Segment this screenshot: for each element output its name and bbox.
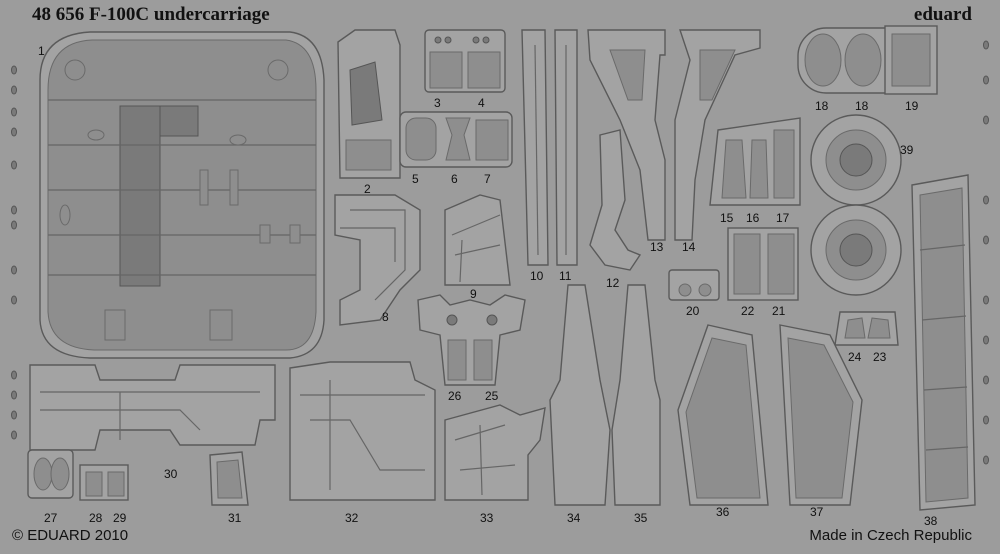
right-edge-teardrops bbox=[983, 40, 989, 465]
part-label-8: 8 bbox=[382, 310, 389, 324]
part-label-21: 21 bbox=[772, 304, 786, 318]
parts-25-26 bbox=[417, 294, 526, 386]
part-label-22: 22 bbox=[741, 304, 755, 318]
part-8 bbox=[334, 194, 421, 326]
copyright-text: © EDUARD 2010 bbox=[12, 527, 129, 544]
parts-21-22 bbox=[727, 227, 799, 301]
part-9 bbox=[444, 194, 511, 286]
part-label-16: 16 bbox=[746, 211, 760, 225]
part-label-18a: 18 bbox=[815, 99, 829, 113]
part-label-20: 20 bbox=[686, 304, 700, 318]
part-label-5: 5 bbox=[412, 172, 419, 186]
part-label-10: 10 bbox=[530, 269, 544, 283]
part-label-9: 9 bbox=[470, 287, 477, 301]
part-label-15: 15 bbox=[720, 211, 734, 225]
part-30 bbox=[29, 364, 276, 451]
part-label-32: 32 bbox=[345, 511, 359, 525]
part-label-19: 19 bbox=[905, 99, 919, 113]
part-38-long-door bbox=[911, 174, 976, 511]
sheet-title: 48 656 F-100C undercarriage bbox=[32, 4, 270, 25]
part-label-17: 17 bbox=[776, 211, 790, 225]
part-label-33: 33 bbox=[480, 511, 494, 525]
part-label-23: 23 bbox=[873, 350, 887, 364]
part-label-4: 4 bbox=[478, 96, 485, 110]
part-label-28: 28 bbox=[89, 511, 103, 525]
part-label-7: 7 bbox=[484, 172, 491, 186]
origin-text: Made in Czech Republic bbox=[809, 527, 972, 544]
part-20 bbox=[668, 269, 720, 301]
brand-logo: eduard bbox=[913, 4, 972, 25]
part-label-6: 6 bbox=[451, 172, 458, 186]
parts-23-24 bbox=[834, 311, 899, 346]
parts-34-35 bbox=[549, 284, 661, 506]
part-label-24: 24 bbox=[848, 350, 862, 364]
part-label-2: 2 bbox=[364, 182, 371, 196]
part-label-39: 39 bbox=[900, 143, 914, 157]
part-label-1: 1 bbox=[38, 44, 45, 58]
part-label-37: 37 bbox=[810, 505, 824, 519]
part-label-14: 14 bbox=[682, 240, 696, 254]
part-label-36: 36 bbox=[716, 505, 730, 519]
part-12 bbox=[589, 129, 642, 271]
part-label-30: 30 bbox=[164, 467, 178, 481]
part-31 bbox=[209, 451, 249, 506]
parts-18-19 bbox=[797, 25, 938, 95]
part-label-3: 3 bbox=[434, 96, 441, 110]
parts-27-28-29 bbox=[27, 449, 129, 501]
part-1-wheel-bay-panel bbox=[39, 31, 325, 359]
part-label-29: 29 bbox=[113, 511, 127, 525]
part-39-wheel-hubs bbox=[810, 114, 902, 296]
part-label-31: 31 bbox=[228, 511, 242, 525]
part-33 bbox=[444, 404, 546, 501]
parts-10-11 bbox=[521, 29, 578, 266]
part-2 bbox=[337, 29, 401, 179]
part-label-25: 25 bbox=[485, 389, 499, 403]
parts-13-14 bbox=[587, 29, 761, 241]
part-label-35: 35 bbox=[634, 511, 648, 525]
parts-3-4 bbox=[424, 29, 506, 93]
part-label-11: 11 bbox=[559, 269, 572, 283]
part-label-34: 34 bbox=[567, 511, 581, 525]
part-label-38: 38 bbox=[924, 514, 938, 528]
part-label-18b: 18 bbox=[855, 99, 869, 113]
part-label-27: 27 bbox=[44, 511, 58, 525]
part-label-26: 26 bbox=[448, 389, 462, 403]
parts-15-16-17 bbox=[709, 117, 801, 206]
part-36-door bbox=[677, 324, 769, 506]
parts-5-6-7 bbox=[399, 111, 513, 168]
part-37-door bbox=[779, 324, 863, 506]
left-edge-teardrops bbox=[11, 65, 17, 440]
part-32 bbox=[289, 361, 436, 501]
part-label-12: 12 bbox=[606, 276, 620, 290]
part-label-13: 13 bbox=[650, 240, 664, 254]
